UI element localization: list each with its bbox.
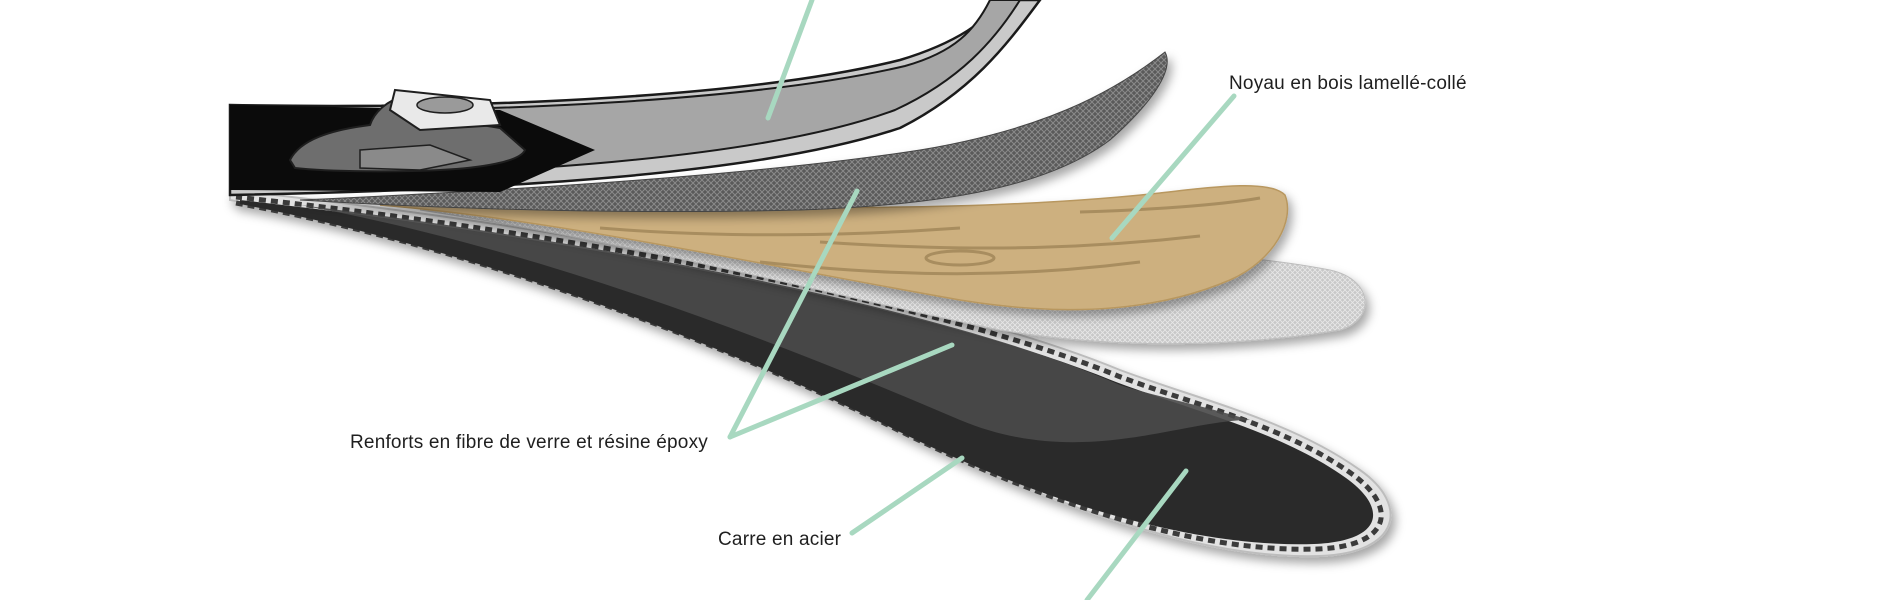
- label-reinforcement: Renforts en fibre de verre et résine épo…: [350, 432, 708, 453]
- label-steel-edge: Carre en acier: [718, 529, 842, 550]
- leader-lines: [727, 0, 1237, 600]
- leader-line-edge: [849, 455, 965, 536]
- wood-core: [379, 184, 1289, 311]
- label-wood-core: Noyau en bois lamellé-collé: [1229, 73, 1467, 94]
- leader-line-top-sheet: [765, 0, 815, 121]
- leader-line-base: [1084, 468, 1189, 600]
- leader-line-reinforcement-2: [727, 342, 955, 440]
- leader-line-core: [1109, 93, 1237, 241]
- ski-binding: [230, 88, 595, 192]
- reinforcement-layer: [299, 51, 1168, 213]
- leader-line-reinforcement-1: [727, 188, 860, 440]
- steel-edge: [300, 205, 1250, 443]
